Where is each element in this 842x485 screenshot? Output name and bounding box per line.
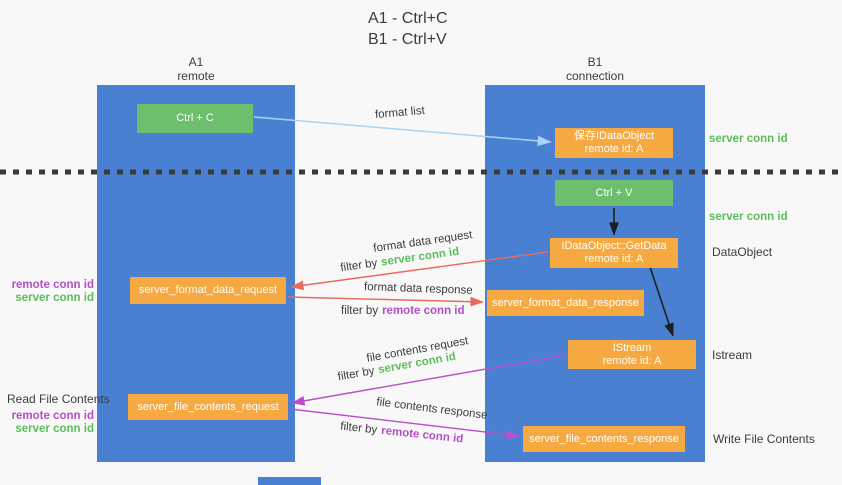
- filter-by-text-1: filter by: [339, 257, 379, 275]
- left-conn-id-pair-2: remote conn id server conn id: [6, 410, 94, 436]
- server-conn-id-top-label: server conn id: [709, 133, 788, 145]
- server-conn-id-left-1: server conn id: [15, 292, 94, 304]
- remote-conn-id-highlight-2: remote conn id: [380, 424, 464, 446]
- server-format-data-request-label: server_format_data_request: [138, 284, 278, 296]
- right-column-subtitle: connection: [565, 69, 625, 83]
- istream-node: IStream remote id: A: [568, 340, 696, 369]
- title-line-2: B1 - Ctrl+V: [368, 31, 447, 48]
- server-format-data-response-label: server_format_data_response: [492, 296, 639, 309]
- remote-conn-id-left-2: remote conn id: [11, 410, 94, 422]
- server-format-data-request-node: server_format_data_request: [130, 277, 286, 304]
- filter-by-text-4: filter by: [339, 420, 378, 437]
- istream-side-label: Istream: [712, 348, 753, 362]
- remote-conn-id-highlight-1: remote conn id: [382, 305, 465, 317]
- server-file-contents-response-node: server_file_contents_response: [523, 426, 685, 452]
- diagram-title: A1 - Ctrl+C B1 - Ctrl+V: [368, 8, 448, 50]
- format-data-response-label: format data response: [363, 281, 473, 297]
- ctrl-v-node: Ctrl + V: [555, 180, 673, 206]
- server-conn-id-left-2: server conn id: [15, 423, 94, 435]
- filter-by-text-3: filter by: [336, 365, 376, 384]
- right-column-title: B1: [587, 55, 603, 69]
- filter-by-text-2: filter by: [341, 305, 379, 317]
- istream-line2: remote id: A: [602, 354, 662, 367]
- write-file-contents-label: Write File Contents: [713, 432, 815, 446]
- right-column-header: B1 connection: [485, 55, 705, 83]
- save-dataobject-line1: 保存IDataObject: [573, 130, 655, 142]
- file-contents-response-label: file contents response: [375, 396, 489, 422]
- left-conn-id-pair-1: remote conn id server conn id: [6, 279, 94, 305]
- remote-conn-id-left-1: remote conn id: [11, 279, 94, 291]
- save-dataobject-line2: remote id: A: [584, 143, 644, 155]
- read-file-contents-label: Read File Contents: [7, 392, 110, 406]
- left-column-header: A1 remote: [97, 55, 295, 83]
- server-file-contents-response-label: server_file_contents_response: [529, 432, 679, 445]
- server-format-data-response-node: server_format_data_response: [487, 290, 644, 316]
- ctrl-v-label: Ctrl + V: [595, 186, 633, 199]
- left-column-title: A1: [188, 55, 204, 69]
- arrow-format-data-response: [287, 296, 484, 307]
- save-dataobject-node: 保存IDataObject remote id: A: [555, 128, 673, 158]
- dataobject-label: DataObject: [712, 245, 773, 259]
- format-list-label: format list: [374, 104, 426, 122]
- istream-line1: IStream: [612, 341, 652, 354]
- ctrl-c-node: Ctrl + C: [137, 104, 253, 133]
- bottom-blue-strip: [258, 477, 321, 485]
- title-line-1: A1 - Ctrl+C: [368, 10, 448, 27]
- getdata-line2: remote id: A: [584, 253, 644, 265]
- server-file-contents-request-label: server_file_contents_request: [137, 400, 279, 413]
- ctrl-c-label: Ctrl + C: [176, 112, 214, 124]
- server-file-contents-request-node: server_file_contents_request: [128, 394, 288, 420]
- left-column-subtitle: remote: [177, 69, 215, 83]
- server-conn-id-mid-label: server conn id: [709, 211, 788, 223]
- getdata-node: IDataObject::GetData remote id: A: [550, 238, 678, 268]
- getdata-line1: IDataObject::GetData: [561, 240, 667, 252]
